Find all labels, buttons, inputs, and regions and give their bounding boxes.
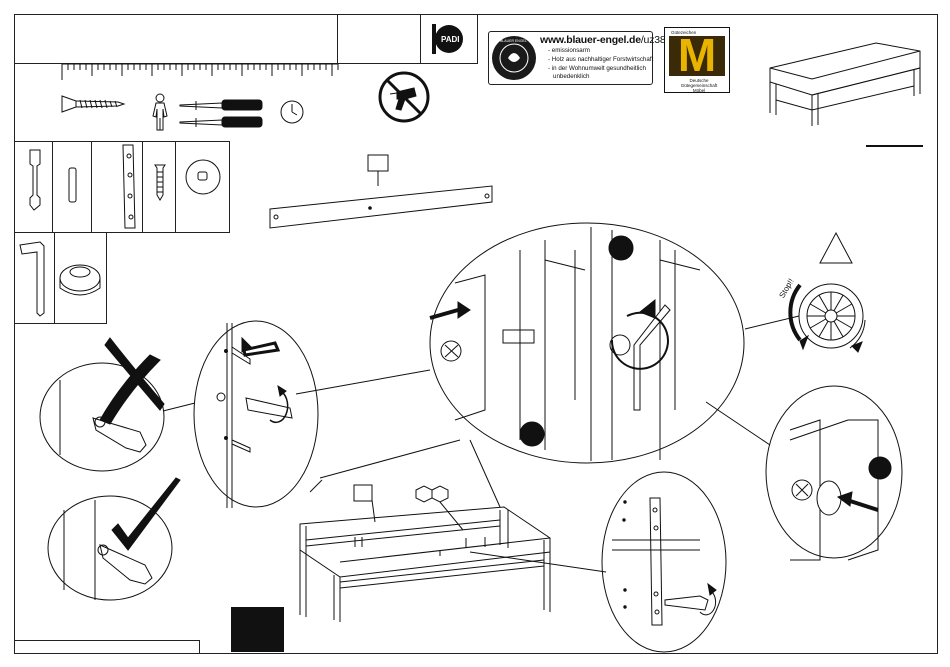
bed-frame-drawing <box>300 440 606 622</box>
insert-bolt-detail <box>163 321 430 508</box>
slat-part <box>270 155 492 228</box>
cam-wheel-detail <box>745 284 865 352</box>
allen-key-part <box>20 242 44 316</box>
clock-icon <box>281 101 303 123</box>
no-drill-icon <box>380 73 428 121</box>
cam-lock-part <box>60 265 100 295</box>
ruler <box>62 64 338 80</box>
cam-wheel-spoke <box>819 295 828 311</box>
metal-plate-part <box>123 145 135 228</box>
cam-wheel-spoke <box>836 304 852 313</box>
cam-wheel-spoke <box>836 319 852 328</box>
cam-wheel-spoke <box>834 321 843 337</box>
cam-detail-circle <box>430 223 744 463</box>
cover-cap-detail <box>706 386 902 560</box>
person-icon <box>153 94 167 130</box>
long-screw-part <box>155 165 165 200</box>
cam-wheel-spoke <box>834 295 843 311</box>
brand-logo-text: PADI <box>441 35 460 44</box>
cam-wheel-spoke <box>810 304 826 313</box>
cam-wheel-spoke <box>810 319 826 328</box>
bed-thumbnail <box>770 43 920 126</box>
cam-wheel-spoke <box>819 321 828 337</box>
bracket-screw-detail <box>602 472 726 652</box>
screwdriver-icon <box>180 100 262 127</box>
cover-cap-part <box>186 160 220 194</box>
dowel-part <box>69 168 76 202</box>
cross-mark-icon <box>100 338 164 424</box>
blue-angel-seal-text: BLAUER ENGEL <box>500 39 527 43</box>
cam-bolt-part <box>30 150 40 210</box>
warning-triangle-icon <box>820 233 852 263</box>
screw-icon <box>62 96 124 112</box>
check-mark-icon <box>112 478 180 550</box>
